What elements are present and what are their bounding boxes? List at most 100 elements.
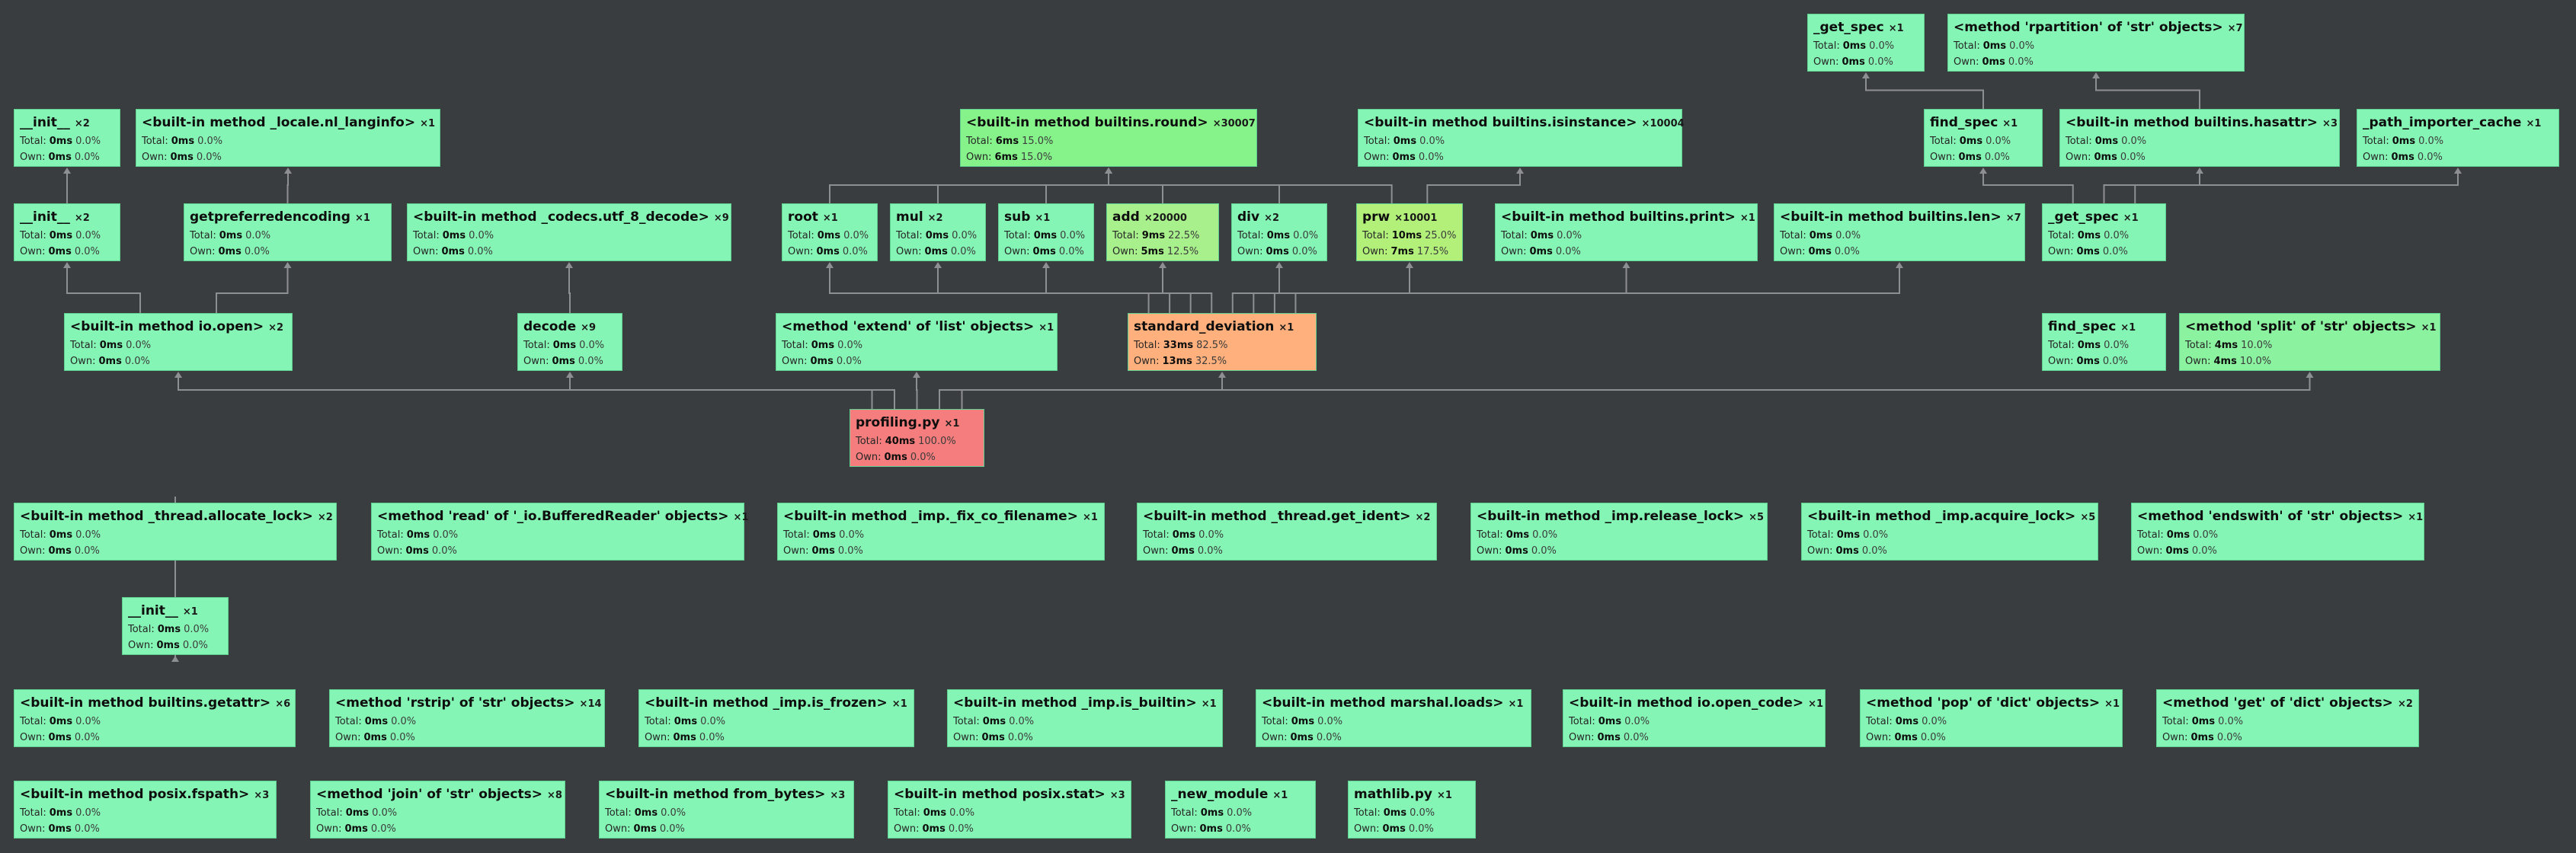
call-node-allocate-lock[interactable]: <built-in method _thread.allocate_lock>×… xyxy=(14,503,337,561)
own-label: Own: xyxy=(20,152,46,163)
call-node-buffered-read[interactable]: <method 'read' of '_io.BufferedReader' o… xyxy=(371,503,749,561)
node-call-count: ×7 xyxy=(2005,212,2021,224)
total-percent: 0.0% xyxy=(1198,529,1224,541)
call-node-fix-co-filename[interactable]: <built-in method _imp._fix_co_filename>×… xyxy=(777,503,1105,561)
own-label: Own: xyxy=(2185,356,2211,367)
node-title: <built-in method _imp._fix_co_filename>×… xyxy=(783,507,1099,527)
node-title: find_spec×1 xyxy=(2048,318,2160,337)
own-time: 0ms xyxy=(552,356,575,367)
edge-arrowhead xyxy=(2306,372,2314,378)
call-node-isinstance[interactable]: <built-in method builtins.isinstance>×10… xyxy=(1358,109,1685,167)
total-label: Total: xyxy=(788,230,814,241)
own-time: 0ms xyxy=(2094,152,2117,163)
own-time: 0ms xyxy=(1808,246,1832,257)
own-label: Own: xyxy=(1930,152,1956,163)
own-label: Own: xyxy=(1477,545,1502,557)
node-name: _path_importer_cache xyxy=(2363,115,2522,130)
total-time: 0ms xyxy=(1172,529,1196,541)
own-label: Own: xyxy=(788,246,814,257)
node-name: decode xyxy=(523,319,577,334)
node-title: <built-in method builtins.round>×30007 xyxy=(966,113,1256,133)
own-label: Own: xyxy=(856,452,882,463)
own-time: 0ms xyxy=(633,823,657,835)
node-name: <built-in method _locale.nl_langinfo> xyxy=(142,115,416,130)
total-time: 0ms xyxy=(552,340,577,351)
total-time: 0ms xyxy=(2077,340,2101,351)
edge-arrowhead xyxy=(174,372,182,378)
edge-arrowhead xyxy=(1516,168,1524,174)
node-call-count: ×1 xyxy=(2002,118,2018,129)
own-percent: 0.0% xyxy=(842,246,868,257)
call-node-rpartition[interactable]: <method 'rpartition' of 'str' objects>×7… xyxy=(1947,14,2245,72)
own-time: 0ms xyxy=(98,356,122,367)
own-percent: 0.0% xyxy=(74,732,100,743)
node-name: find_spec xyxy=(1930,115,1998,130)
total-time: 0ms xyxy=(1842,40,1867,52)
own-percent: 0.0% xyxy=(389,732,415,743)
node-call-count: ×1 xyxy=(2123,212,2139,224)
total-percent: 0.0% xyxy=(2104,340,2130,351)
own-time: 0ms xyxy=(1529,246,1553,257)
node-name: <built-in method marshal.loads> xyxy=(1262,695,1504,711)
call-node-utf8-decode[interactable]: <built-in method _codecs.utf_8_decode>×9… xyxy=(407,203,731,261)
node-call-count: ×1 xyxy=(1508,698,1524,710)
total-label: Total: xyxy=(2137,529,2164,541)
node-name: <built-in method posix.stat> xyxy=(894,787,1106,802)
node-call-count: ×9 xyxy=(713,212,729,224)
node-title: <built-in method _imp.release_lock>×5 xyxy=(1477,507,1764,527)
node-call-count: ×6 xyxy=(275,698,291,710)
node-name: <built-in method io.open> xyxy=(70,319,264,334)
own-percent: 0.0% xyxy=(578,356,603,367)
